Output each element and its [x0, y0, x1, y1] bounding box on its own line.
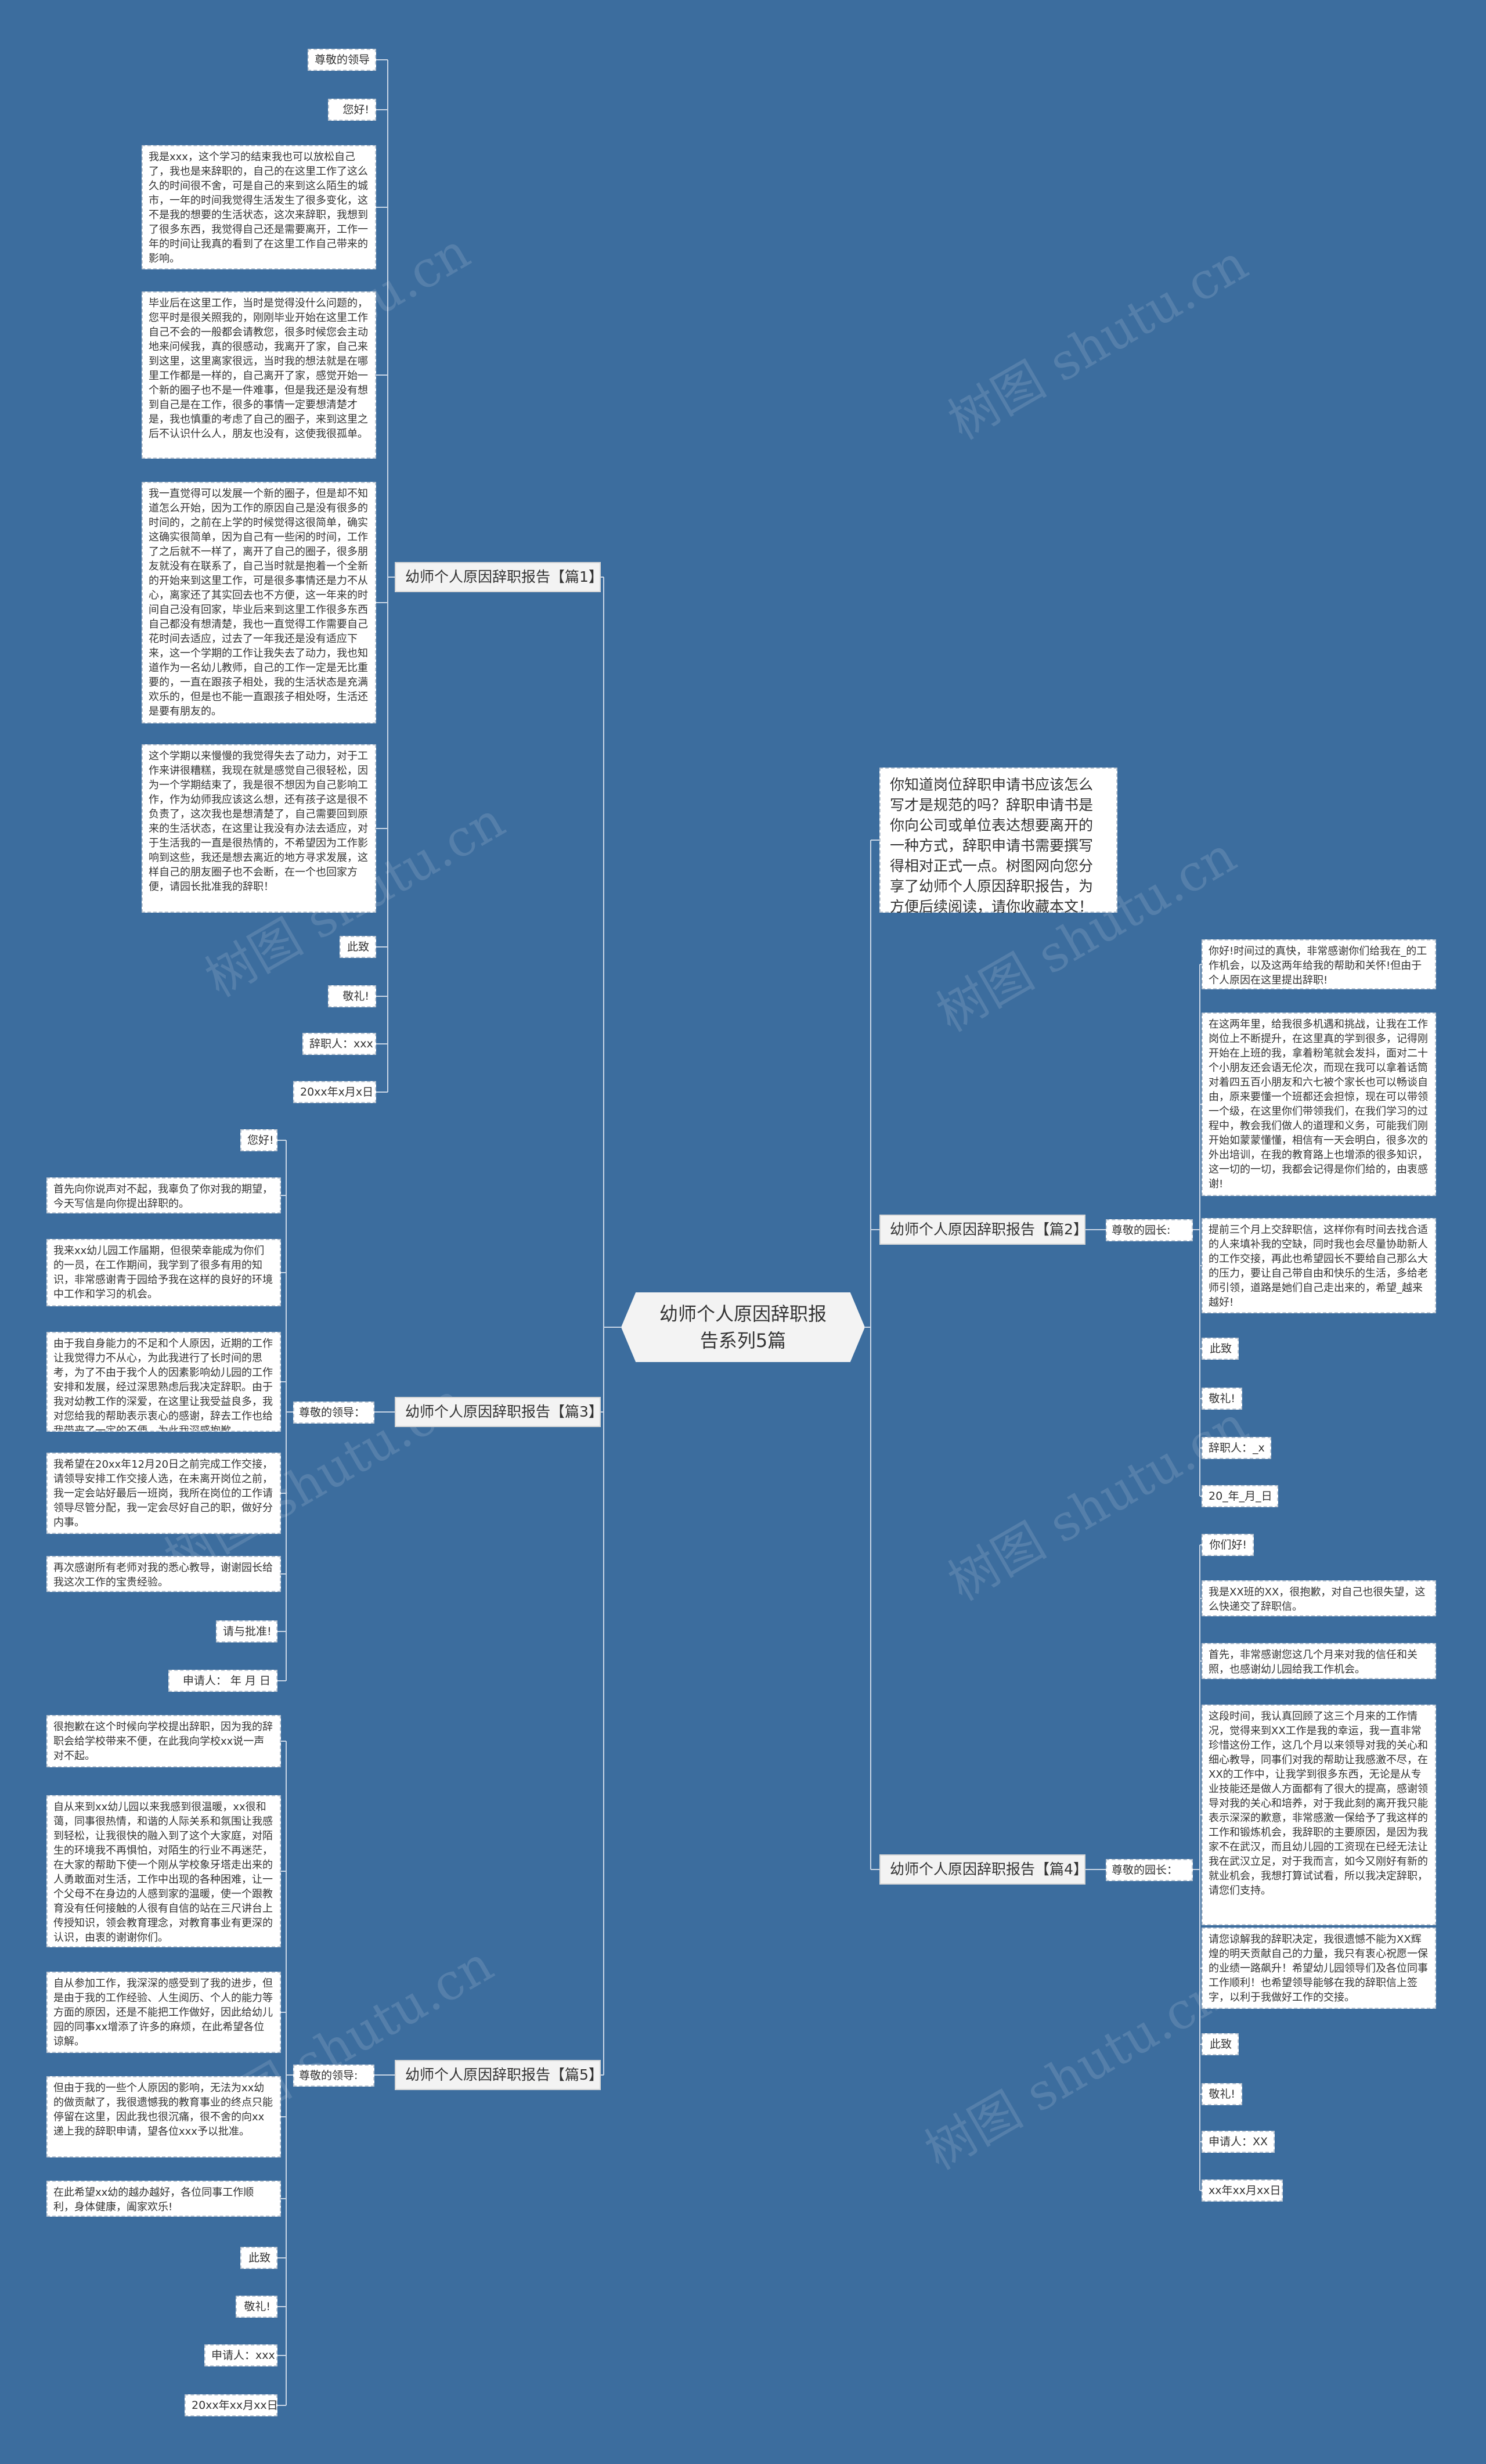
greeting-b5: 尊敬的领导:	[293, 2065, 374, 2087]
branch-b4[interactable]: 幼师个人原因辞职报告【篇4】	[879, 1854, 1088, 1885]
branch-b5[interactable]: 幼师个人原因辞职报告【篇5】	[395, 2060, 603, 2090]
b1-item-9: 20xx年x月x日	[293, 1081, 376, 1103]
b3-item-1: 首先向你说声对不起，我辜负了你对我的期望，今天写信是向你提出辞职的。	[46, 1177, 281, 1213]
root-topic[interactable]: 幼师个人原因辞职报告系列5篇	[621, 1292, 865, 1362]
b1-item-8: 辞职人：xxx	[302, 1033, 376, 1055]
b2-item-2: 提前三个月上交辞职信，这样你有时间去找合适的人来填补我的空缺，同时我也会尽量协助…	[1202, 1218, 1436, 1313]
b1-item-6: 此致	[340, 936, 376, 958]
greeting-b4: 尊敬的园长：	[1106, 1859, 1193, 1881]
b5-item-1: 自从来到xx幼儿园以来我感到很温暖，xx很和蔼，同事很热情，和谐的人际关系和氛围…	[46, 1795, 281, 1947]
b4-item-7: 申请人：XX	[1202, 2131, 1275, 2153]
b1-item-5: 这个学期以来慢慢的我觉得失去了动力，对于工作来讲很糟糕，我现在就是感觉自己很轻松…	[142, 744, 376, 913]
b2-item-6: 20_年_月_日	[1202, 1485, 1278, 1507]
root-title: 幼师个人原因辞职报告系列5篇	[659, 1303, 827, 1352]
b3-item-3: 由于我自身能力的不足和个人原因，近期的工作让我觉得力不从心，为此我进行了长时间的…	[46, 1332, 281, 1432]
b5-item-7: 申请人：xxx	[204, 2344, 277, 2366]
b4-item-4: 请您谅解我的辞职决定，我很遗憾不能为XX辉煌的明天贡献自己的力量，我只有衷心祝愿…	[1202, 1928, 1436, 2009]
branch-b1[interactable]: 幼师个人原因辞职报告【篇1】	[395, 562, 603, 592]
b2-item-5: 辞职人：_x	[1202, 1437, 1271, 1459]
b4-item-0: 你们好!	[1202, 1534, 1254, 1556]
b5-item-3: 但由于我的一些个人原因的影响，无法为xx幼的做贡献了，我很遗憾我的教育事业的终点…	[46, 2076, 281, 2157]
b2-item-0: 你好!时间过的真快，非常感谢你们给我在_的工作机会，以及这两年给我的帮助和关怀!…	[1202, 939, 1436, 989]
b1-item-7: 敬礼!	[328, 985, 376, 1007]
b4-item-3: 这段时间，我认真回顾了这三个月来的工作情况，觉得来到XX工作是我的幸运，我一直非…	[1202, 1705, 1436, 1925]
b2-item-1: 在这两年里，给我很多机遇和挑战，让我在工作岗位上不断提升，在这里真的学到很多，记…	[1202, 1013, 1436, 1196]
b1-item-4: 我一直觉得可以发展一个新的圈子，但是却不知道怎么开始，因为工作的原因自己是没有很…	[142, 482, 376, 723]
branch-b2[interactable]: 幼师个人原因辞职报告【篇2】	[879, 1215, 1088, 1245]
b3-item-7: 申请人： 年 月 日	[168, 1670, 277, 1692]
b1-item-3: 毕业后在这里工作，当时是觉得没什么问题的，您平时是很关照我的，刚刚毕业开始在这里…	[142, 291, 376, 459]
b5-item-0: 很抱歉在这个时候向学校提出辞职，因为我的辞职会给学校带来不便，在此我向学校xx说…	[46, 1715, 281, 1767]
b3-item-0: 您好!	[240, 1129, 277, 1151]
b5-item-4: 在此希望xx幼的越办越好，各位同事工作顺利，身体健康，阖家欢乐!	[46, 2181, 281, 2217]
b2-item-3: 此致	[1202, 1338, 1239, 1360]
b3-item-6: 请与批准!	[216, 1620, 277, 1642]
branch-b3[interactable]: 幼师个人原因辞职报告【篇3】	[395, 1397, 603, 1427]
b5-item-5: 此致	[240, 2247, 277, 2269]
b2-item-4: 敬礼!	[1202, 1388, 1242, 1410]
greeting-b2: 尊敬的园长:	[1106, 1219, 1193, 1241]
b3-item-5: 再次感谢所有老师对我的悉心教导，谢谢园长给我这次工作的宝贵经验。	[46, 1556, 281, 1592]
b5-item-8: 20xx年xx月xx日	[185, 2394, 278, 2416]
intro-note: 你知道岗位辞职申请书应该怎么写才是规范的吗？辞职申请书是你向公司或单位表达想要离…	[879, 768, 1117, 915]
b4-item-5: 此致	[1202, 2033, 1239, 2055]
b1-item-2: 我是xxx，这个学习的结束我也可以放松自己了，我也是来辞职的，自己的在这里工作了…	[142, 145, 376, 269]
b4-item-8: xx年xx月xx日	[1202, 2180, 1283, 2202]
b4-item-2: 首先，非常感谢您这几个月来对我的信任和关照，也感谢幼儿园给我工作机会。	[1202, 1643, 1436, 1679]
b5-item-2: 自从参加工作，我深深的感受到了我的进步，但是由于我的工作经验、人生阅历、个人的能…	[46, 1972, 281, 2053]
greeting-b3: 尊敬的领导：	[293, 1402, 374, 1424]
b3-item-4: 我希望在20xx年12月20日之前完成工作交接，请领导安排工作交接人选，在未离开…	[46, 1453, 281, 1534]
b3-item-2: 我来xx幼儿园工作届期，但很荣幸能成为你们的一员，在工作期间，我学到了很多有用的…	[46, 1239, 281, 1306]
b1-item-0: 尊敬的领导	[308, 49, 376, 71]
b1-item-1: 您好!	[328, 99, 376, 121]
b4-item-1: 我是XX班的XX，很抱歉，对自己也很失望，这么快递交了辞职信。	[1202, 1580, 1436, 1616]
b4-item-6: 敬礼!	[1202, 2083, 1242, 2105]
b5-item-6: 敬礼!	[236, 2296, 277, 2318]
